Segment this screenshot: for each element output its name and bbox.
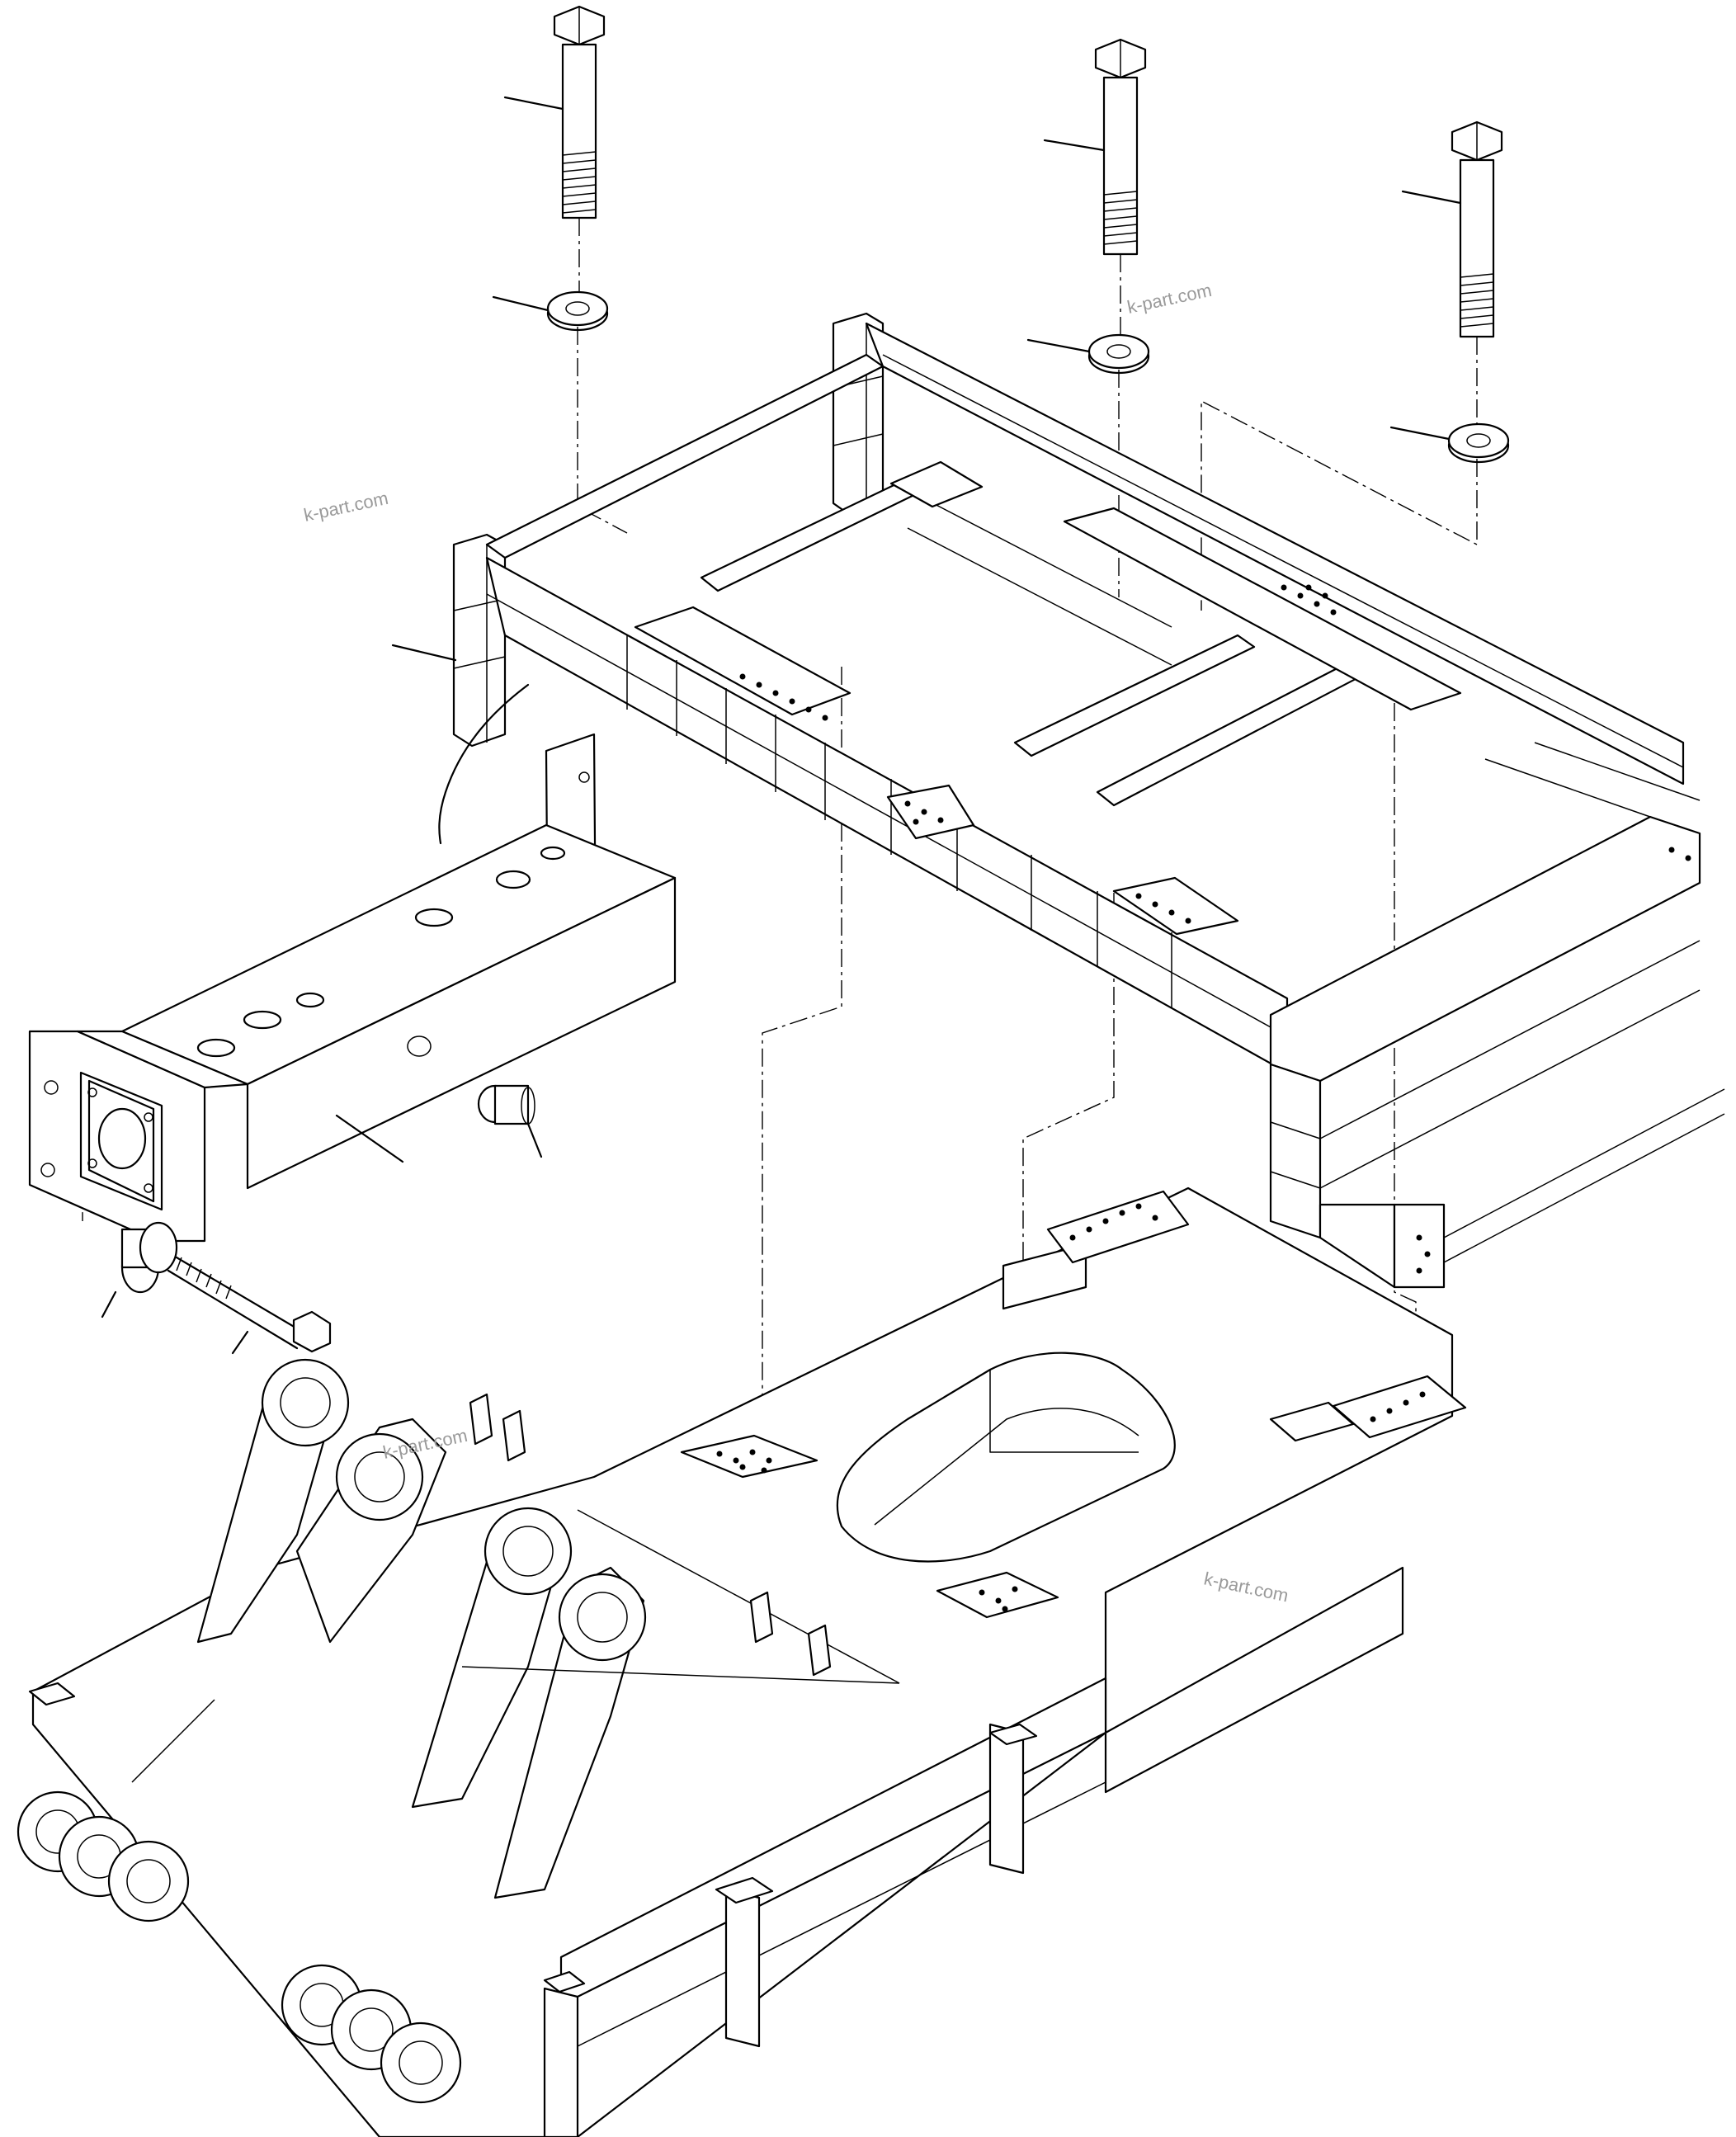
crossbeam-leader [335,1114,404,1163]
watermark: k-part.com [1202,1568,1290,1606]
hydraulic-hose [438,683,530,845]
main-frame [17,1186,1467,2137]
grease-fitting [477,1084,535,1125]
bolt-leaders [503,96,1462,205]
hex-bolt-3 [1451,120,1503,338]
washer-2 [1087,333,1150,375]
frame-leader [391,644,457,662]
watermark: k-part.com [302,488,390,526]
box-crossbeam [28,733,677,1243]
frame-bolt-holes [739,584,1691,1274]
hex-bolt-2 [1094,38,1147,256]
washer-3 [1447,422,1510,464]
long-bolt [167,1256,332,1353]
watermark: k-part.com [1125,280,1214,318]
main-frame-pad-holes [716,1203,1426,1612]
fitting-leader [526,1122,543,1158]
washer-1 [546,290,609,332]
spacer [120,1221,178,1294]
hex-bolt-1 [553,5,606,219]
washer-leaders [492,295,1451,441]
upper-frame-assembly [452,312,1725,1289]
mount-leaders [101,1290,249,1355]
